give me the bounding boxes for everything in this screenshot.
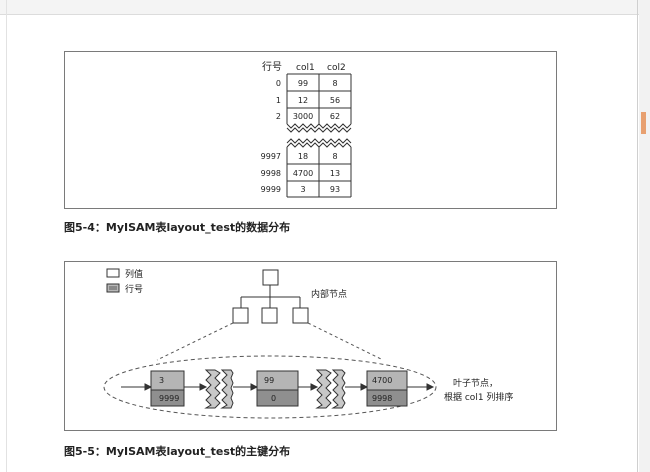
header-row-number: 行号 — [262, 60, 282, 73]
leaf-1-value: 3 — [159, 376, 164, 385]
leaf-node-2 — [256, 370, 299, 407]
row-9997-number: 9997 — [261, 152, 281, 161]
figure-5-4-box: 行号 col1 col2 0 99 8 1 12 56 2 3000 62 — [64, 51, 557, 209]
root-internal-node — [262, 269, 279, 286]
row-0-number: 0 — [276, 79, 281, 88]
cone-right-line — [307, 322, 384, 361]
header-col2: col2 — [327, 63, 346, 73]
row-1-col2: 56 — [330, 96, 340, 105]
leaf-level-ellipse — [103, 355, 437, 419]
legend-column-value-swatch — [106, 268, 120, 278]
leaf-gap-2 — [315, 369, 346, 409]
legend-row-number-swatch-inner — [109, 286, 117, 290]
break-wave-bottom — [286, 138, 352, 144]
figure-5-5-box: 列值 行号 内部节点 — [64, 261, 557, 431]
row-9998-col2: 13 — [330, 169, 340, 178]
leaf-node-3 — [366, 370, 408, 407]
data-distribution-diagram: 行号 col1 col2 0 99 8 1 12 56 2 3000 62 — [261, 60, 352, 198]
break-wave-top-2 — [286, 127, 352, 133]
internal-node-tree — [232, 269, 309, 324]
row-2-number: 2 — [276, 112, 281, 121]
row-1-number: 1 — [276, 96, 281, 105]
row-1-col1: 12 — [298, 96, 308, 105]
top-table-block — [286, 73, 352, 133]
row-9999-col1: 3 — [300, 185, 305, 194]
viewer-top-bar — [0, 0, 650, 15]
legend-row-number-label: 行号 — [125, 283, 143, 295]
primary-key-distribution-diagram: 列值 行号 内部节点 — [103, 268, 513, 419]
row-2-col1: 3000 — [293, 112, 313, 121]
break-wave-top — [286, 123, 352, 129]
row-9998-col1: 4700 — [293, 169, 313, 178]
internal-node-middle — [261, 307, 278, 324]
row-2-col2: 62 — [330, 112, 340, 121]
leaf-2-value: 99 — [264, 376, 274, 385]
internal-node-left — [232, 307, 249, 324]
viewer-scrollbar[interactable] — [639, 0, 650, 472]
leaf-3-row: 9998 — [372, 394, 392, 403]
header-col1: col1 — [296, 63, 315, 73]
internal-node-right — [292, 307, 309, 324]
row-0-col1: 99 — [298, 79, 308, 88]
scroll-position-marker[interactable] — [641, 112, 646, 134]
cone-left-line — [156, 322, 234, 361]
figure-5-4-caption: 图5-4：MyISAM表layout_test的数据分布 — [64, 221, 291, 234]
leaf-1-row: 9999 — [159, 394, 179, 403]
bottom-table-block — [286, 138, 352, 198]
row-9997-col2: 8 — [332, 152, 337, 161]
page-right-edge — [637, 0, 638, 472]
row-0-col2: 8 — [332, 79, 337, 88]
leaf-node-1 — [150, 370, 185, 407]
row-9999-col2: 93 — [330, 185, 340, 194]
figure-5-5-caption: 图5-5：MyISAM表layout_test的主键分布 — [64, 445, 291, 458]
row-9997-col1: 18 — [298, 152, 308, 161]
leaf-3-value: 4700 — [372, 376, 392, 385]
row-9999-number: 9999 — [261, 185, 281, 194]
row-9998-number: 9998 — [261, 169, 281, 178]
leaf-2-row: 0 — [271, 394, 276, 403]
leaf-gap-1 — [204, 369, 234, 409]
legend-column-value-label: 列值 — [125, 268, 143, 280]
internal-node-label: 内部节点 — [311, 288, 347, 300]
leaf-node-label-line2: 根据 col1 列排序 — [444, 391, 513, 403]
leaf-arrows — [121, 383, 435, 391]
page-left-edge — [6, 0, 7, 472]
leaf-node-label-line1: 叶子节点， — [453, 378, 498, 389]
